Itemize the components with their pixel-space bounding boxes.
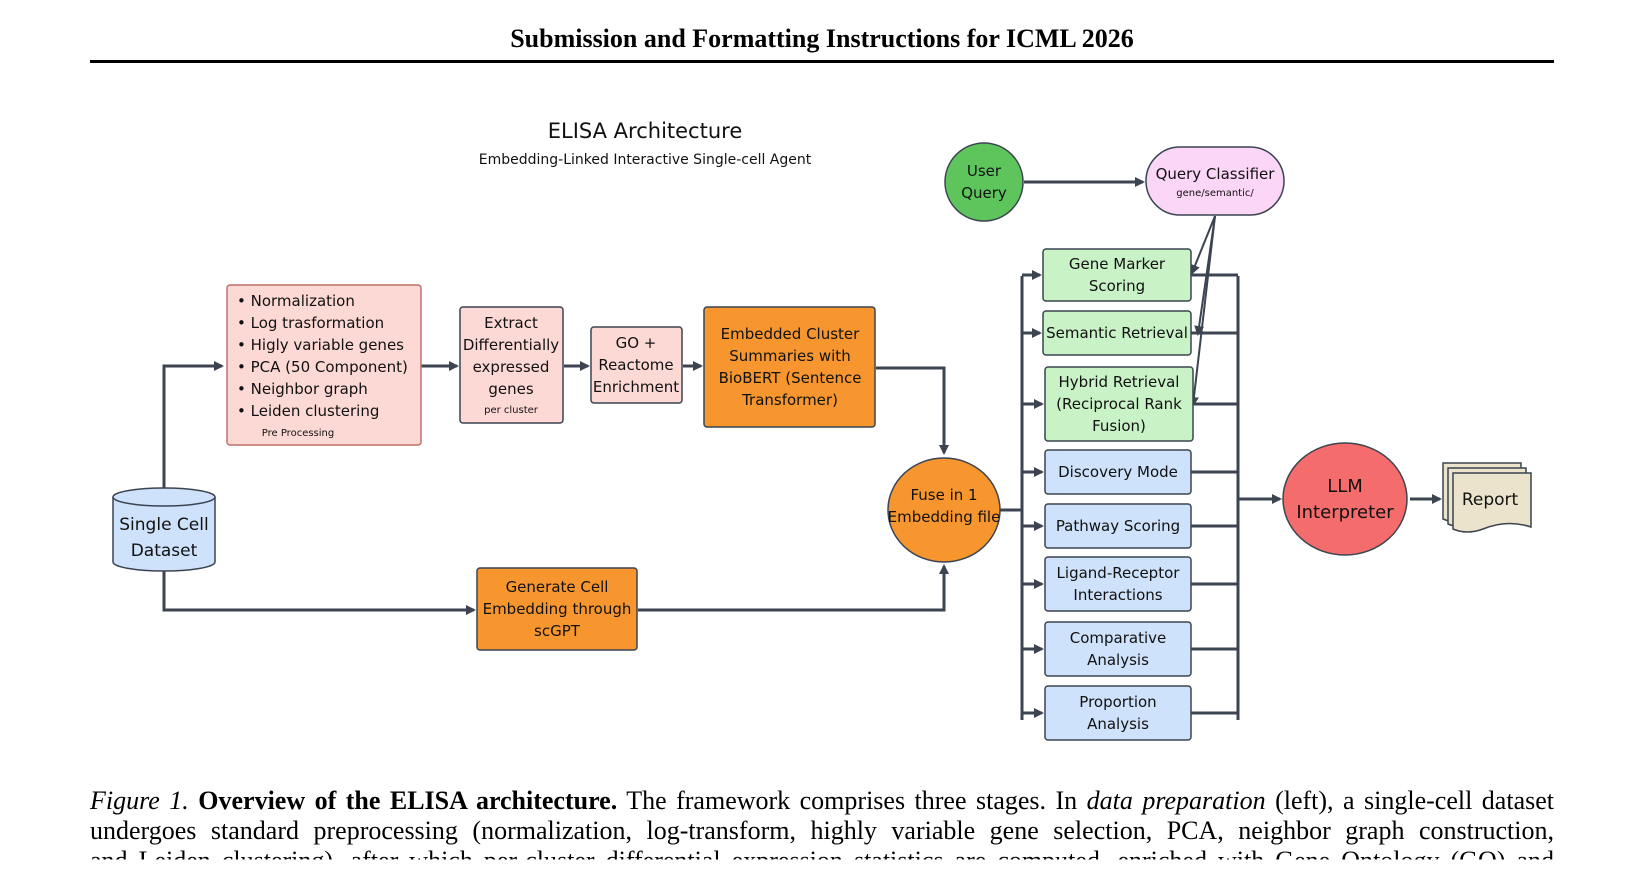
analysis-module-box: Pathway Scoring (1044, 503, 1192, 549)
running-header: Submission and Formatting Instructions f… (510, 24, 1134, 53)
go-line: Enrichment (593, 378, 679, 396)
analysis-module-label: Pathway Scoring (1056, 517, 1180, 535)
user-query-line: Query (961, 184, 1007, 202)
preprocessing-item: • Leiden clustering (237, 402, 379, 420)
analysis-module-box: Semantic Retrieval (1042, 310, 1192, 356)
figure-caption: Figure 1. Overview of the ELISA architec… (90, 786, 1554, 876)
analysis-module-label: Interactions (1073, 586, 1162, 604)
scgpt-line: scGPT (534, 622, 581, 640)
classifier-branches (1188, 215, 1216, 407)
analysis-module-label: Scoring (1089, 277, 1145, 295)
analysis-module-label: Hybrid Retrieval (1059, 373, 1180, 391)
caption-italic: data preparation (1086, 786, 1266, 815)
caption-text: (left), a single-cell dataset undergoes … (90, 786, 1554, 845)
edge-scgpt-to-fuse (638, 564, 949, 612)
extract-deg-box: Extract Differentially expressed genes p… (459, 306, 564, 424)
query-classifier-pill: Query Classifier gene/semantic/ (1145, 146, 1285, 216)
analysis-module-label: Comparative (1070, 629, 1167, 647)
scgpt-box: Generate Cell Embedding through scGPT (476, 567, 638, 651)
classifier-note: gene/semantic/ (1176, 188, 1254, 199)
llm-interpreter-circle: LLM Interpreter (1282, 442, 1408, 556)
architecture-figure: ELISA Architecture Embedding-Linked Inte… (112, 119, 1532, 741)
go-line: GO + (616, 334, 657, 352)
preprocessing-list: • Normalization • Log trasformation • Hi… (237, 292, 408, 420)
llm-line: LLM (1327, 476, 1363, 497)
extract-line: Extract (484, 314, 538, 332)
biobert-line: BioBERT (Sentence (719, 369, 862, 387)
extract-line: expressed (473, 358, 550, 376)
extract-line: genes (488, 380, 533, 398)
classifier-title: Query Classifier (1156, 165, 1276, 183)
header-rule (90, 60, 1554, 63)
scgpt-line: Embedding through (483, 600, 632, 618)
scgpt-line: Generate Cell (506, 578, 609, 596)
edge-biobert-to-fuse (876, 366, 949, 455)
go-enrichment-box: GO + Reactome Enrichment (590, 326, 683, 404)
edge-dataset-to-scgpt (162, 570, 476, 615)
llm-line: Interpreter (1296, 502, 1394, 523)
biobert-box: Embedded Cluster Summaries with BioBERT … (703, 306, 876, 428)
extract-note: per cluster (484, 405, 539, 416)
analysis-module-label: Discovery Mode (1058, 463, 1178, 481)
fuse-line: Fuse in 1 (910, 486, 977, 504)
preprocessing-item: • Log trasformation (237, 314, 384, 332)
edge-classifier-to-hybrid (1188, 215, 1216, 407)
user-query-line: User (967, 162, 1002, 180)
preprocessing-label: Pre Processing (262, 428, 334, 439)
caption-cut-line: and Leiden clustering), after which per-… (90, 846, 1554, 875)
preprocessing-item: • Higly variable genes (237, 336, 404, 354)
analysis-module-box: Discovery Mode (1044, 449, 1192, 495)
analysis-module-label: Gene Marker (1069, 255, 1166, 273)
preprocessing-box: • Normalization • Log trasformation • Hi… (226, 284, 422, 446)
analysis-module-label: Fusion) (1092, 417, 1146, 435)
report-label: Report (1462, 490, 1519, 510)
figure-subtitle: Embedding-Linked Interactive Single-cell… (479, 152, 812, 168)
connectors (162, 177, 1442, 720)
fuse-line: Embedding file (888, 508, 1001, 526)
go-line: Reactome (598, 356, 673, 374)
extract-line: Differentially (463, 336, 559, 354)
fuse-embedding-circle: Fuse in 1 Embedding file (887, 457, 1001, 563)
analysis-module-label: Semantic Retrieval (1046, 324, 1188, 342)
analysis-module-label: Ligand-Receptor (1057, 564, 1181, 582)
dataset-label-line: Dataset (131, 541, 198, 561)
analysis-module-label: Analysis (1087, 651, 1149, 669)
preprocessing-item: • Neighbor graph (237, 380, 368, 398)
edge-dataset-to-preprocessing (162, 361, 224, 490)
single-cell-dataset-cylinder: Single Cell Dataset (112, 487, 216, 572)
biobert-line: Transformer) (741, 391, 838, 409)
analysis-module-label: Proportion (1079, 693, 1156, 711)
preprocessing-item: • PCA (50 Component) (237, 358, 408, 376)
analysis-module-label: (Reciprocal Rank (1056, 395, 1182, 413)
caption-label: Figure 1. (90, 786, 189, 815)
preprocessing-item: • Normalization (237, 292, 355, 310)
biobert-line: Embedded Cluster (721, 325, 860, 343)
dataset-label-line: Single Cell (119, 515, 208, 535)
biobert-line: Summaries with (729, 347, 850, 365)
report-document-stack: Report (1442, 462, 1532, 533)
edge-classifier-to-gene-marker (1190, 215, 1216, 275)
figure-title: ELISA Architecture (548, 119, 743, 143)
caption-text: The framework comprises three stages. In (617, 786, 1087, 815)
analysis-module-label: Analysis (1087, 715, 1149, 733)
user-query-circle: User Query (944, 142, 1024, 222)
caption-bold: Overview of the ELISA architecture. (198, 786, 618, 815)
bus-branches (1022, 270, 1238, 718)
